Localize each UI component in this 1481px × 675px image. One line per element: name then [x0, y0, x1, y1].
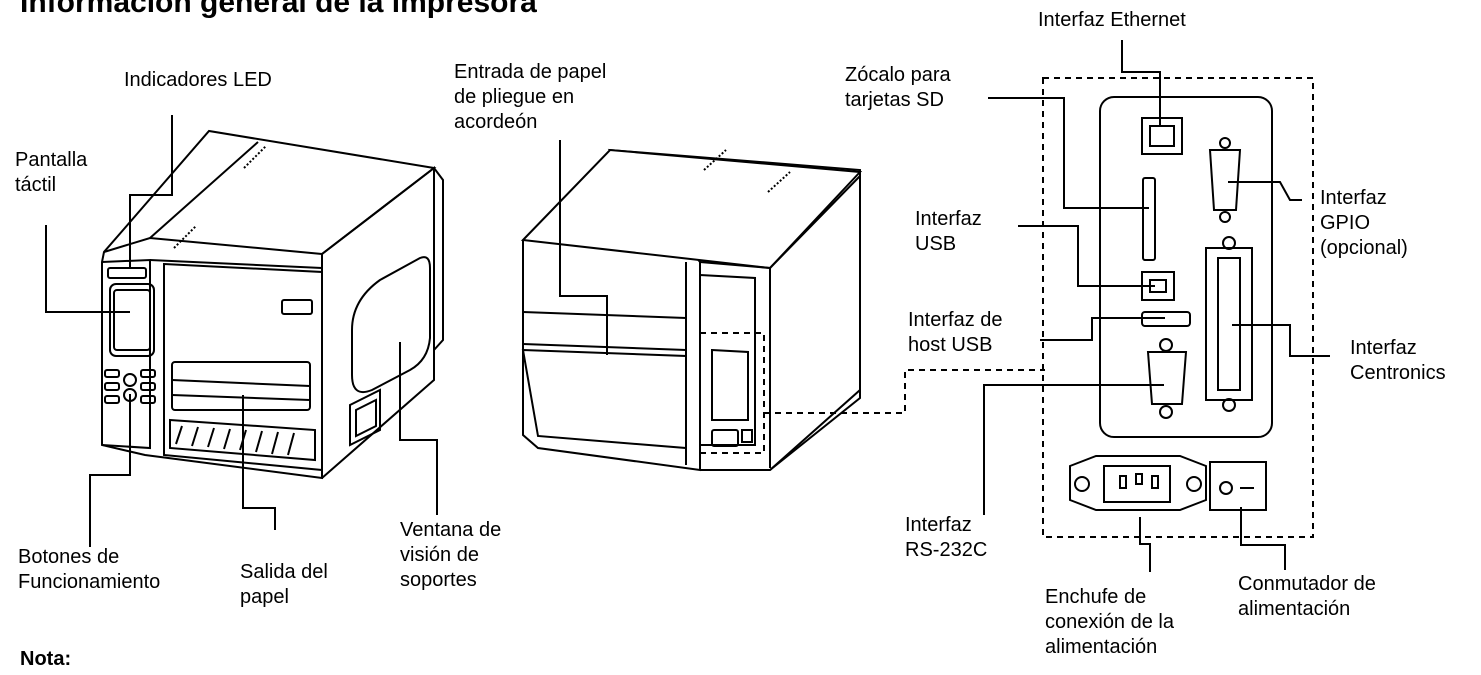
- label-centronics: Interfaz Centronics: [1350, 337, 1446, 384]
- label-usb-host: Interfaz de host USB: [908, 309, 1003, 356]
- label-sd-slot: Zócalo para tarjetas SD: [845, 64, 951, 111]
- leader-lines: [45, 40, 1330, 572]
- note-heading: Nota:: [20, 648, 72, 670]
- label-fanfold-entry: Entrada de papel de pliegue en acordeón: [454, 61, 607, 133]
- interface-panel: [1042, 77, 1314, 538]
- label-rs232c: Interfaz RS-232C: [905, 514, 988, 561]
- label-led-indicators: Indicadores LED: [124, 69, 272, 91]
- label-media-window: Ventana de visión de soportes: [400, 519, 502, 591]
- label-usb: Interfaz USB: [915, 208, 982, 255]
- front-printer: [101, 129, 444, 480]
- label-paper-output: Salida del papel: [240, 561, 328, 608]
- label-ethernet: Interfaz Ethernet: [1038, 9, 1186, 31]
- label-touch-screen: Pantalla táctil: [15, 149, 88, 196]
- label-operation-buttons: Botones de Funcionamiento: [18, 546, 161, 593]
- rear-printer: [520, 148, 1045, 472]
- page-title: Información general de la impresora: [20, 0, 537, 19]
- label-power-switch: Conmutador de alimentación: [1238, 573, 1376, 620]
- label-gpio: Interfaz GPIO (opcional): [1320, 187, 1408, 259]
- label-power-socket: Enchufe de conexión de la alimentación: [1045, 586, 1174, 658]
